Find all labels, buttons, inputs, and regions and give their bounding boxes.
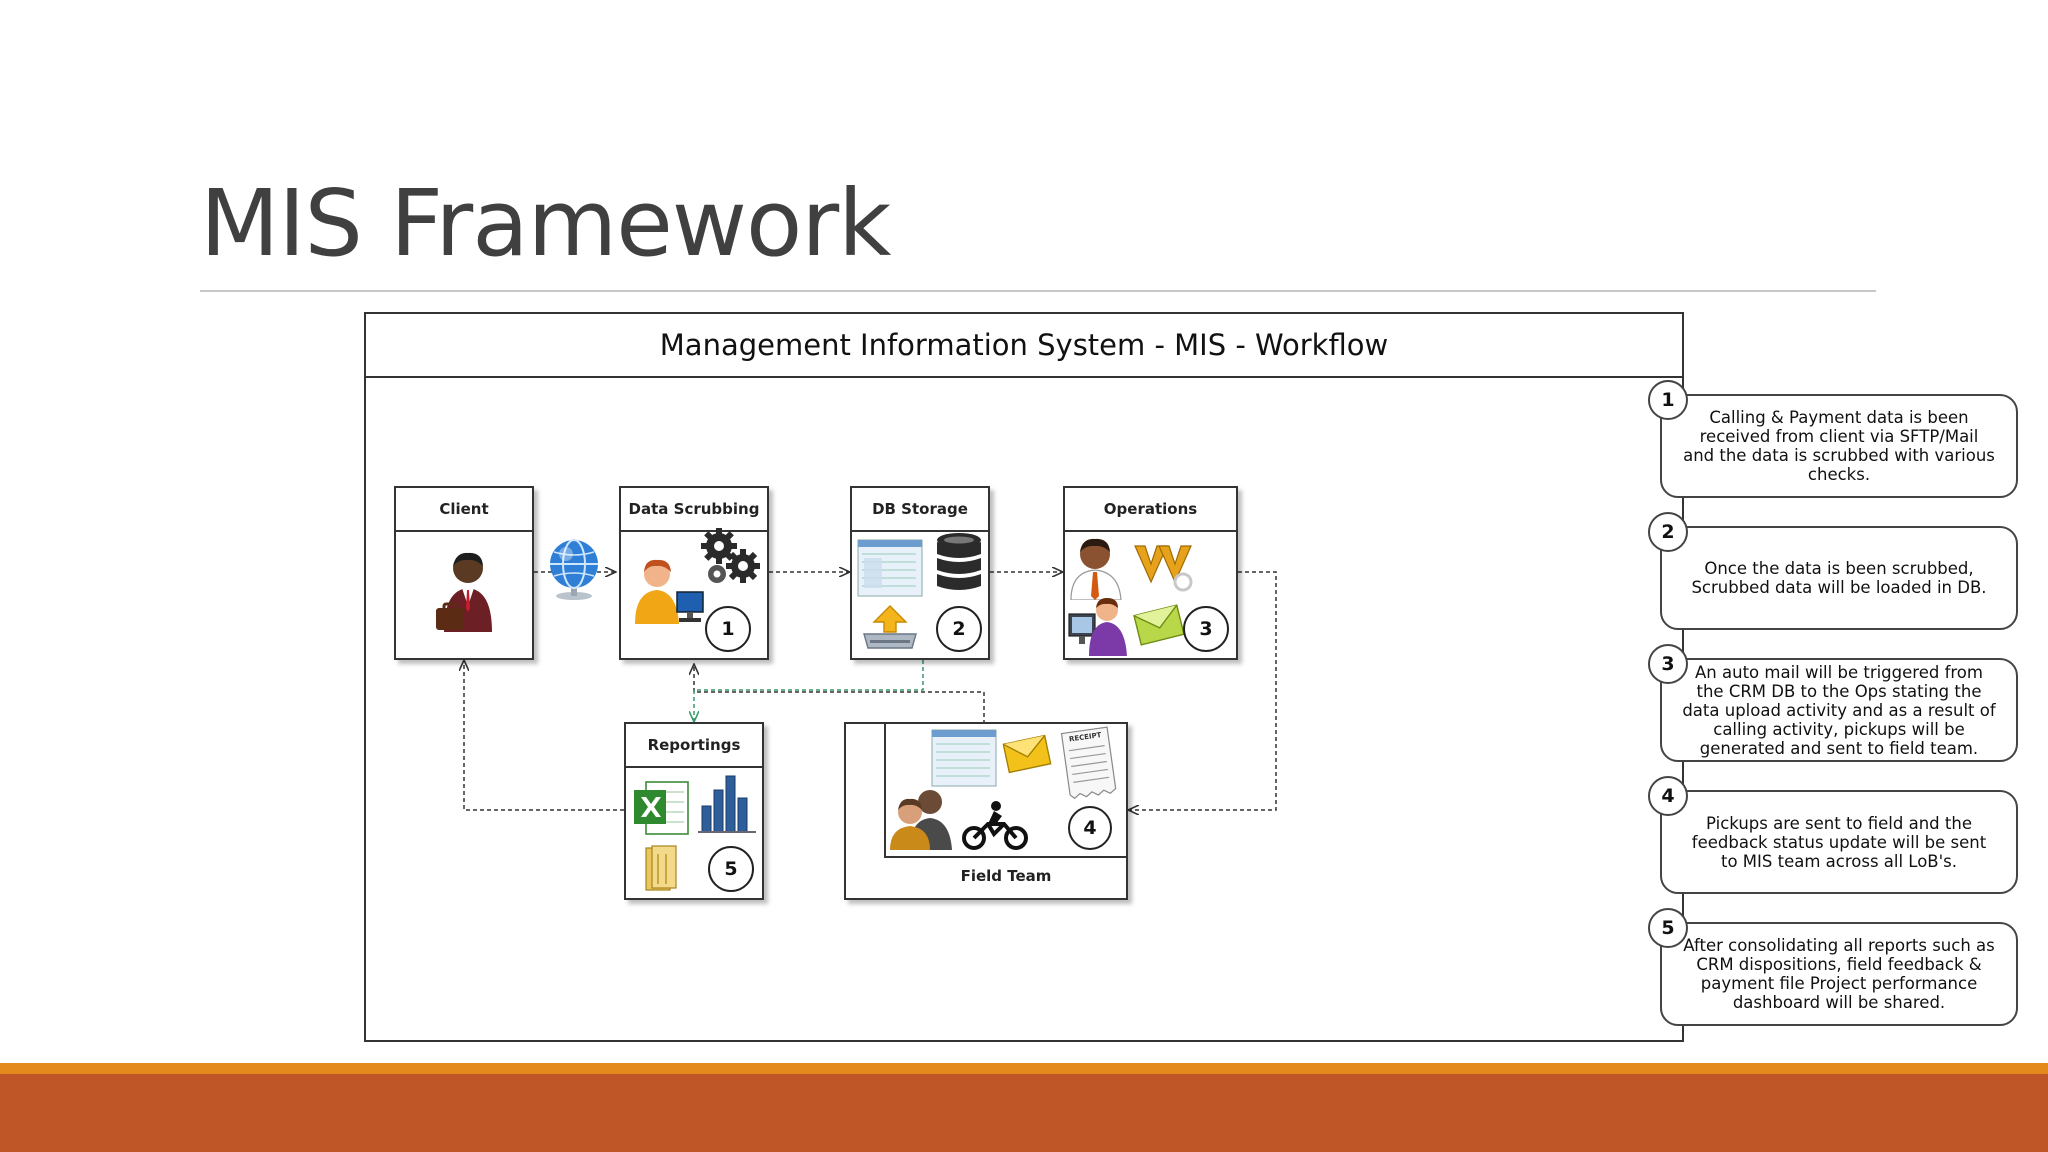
excel-icon	[634, 781, 689, 835]
step-note-number-3: 3	[1648, 644, 1688, 684]
step-badge-2: 2	[936, 606, 982, 652]
down-arrows-icon	[1134, 545, 1193, 592]
field-agents-icon	[890, 790, 952, 850]
step-note-4: Pickups are sent to field and the feedba…	[1660, 790, 2018, 894]
node-reportings: Reportings 5	[624, 722, 764, 900]
manager-icon	[1070, 538, 1122, 600]
agent-computer-icon	[1068, 598, 1127, 656]
node-reportings-label: Reportings	[626, 724, 762, 768]
node-operations: Operations 3	[1063, 486, 1238, 660]
node-field-team-label: Field Team	[960, 867, 1052, 885]
step-note-1: Calling & Payment data is been received …	[1660, 394, 2018, 498]
receipt-icon: RECEIPT	[1060, 726, 1117, 800]
node-data-scrubbing-label: Data Scrubbing	[621, 488, 767, 532]
upload-icon	[863, 605, 917, 649]
step-note-number-1: 1	[1648, 380, 1688, 420]
connectors	[366, 314, 1277, 1044]
step-note-2: Once the data is been scrubbed, Scrubbed…	[1660, 526, 2018, 630]
step-note-5: After consolidating all reports such as …	[1660, 922, 2018, 1026]
mail-icon	[1133, 604, 1185, 646]
motorbike-icon	[962, 801, 1028, 850]
node-data-scrubbing: Data Scrubbing 1	[619, 486, 769, 660]
node-db-storage: DB Storage 2	[850, 486, 990, 660]
footer-bar	[0, 1074, 2048, 1152]
form-screenshot-icon	[931, 729, 997, 787]
workflow-diagram: Management Information System - MIS - Wo…	[364, 312, 2018, 1044]
globe-icon	[550, 539, 598, 600]
field-team-inner-box	[884, 724, 1128, 858]
slide-title: MIS Framework	[200, 170, 891, 277]
arrow-reportings-to-client	[464, 660, 624, 811]
step-badge-1: 1	[705, 606, 751, 652]
node-client: Client	[394, 486, 534, 660]
step-note-number-2: 2	[1648, 512, 1688, 552]
diagram-title: Management Information System - MIS - Wo…	[366, 314, 1682, 378]
arrow-field-to-scrubbing	[694, 664, 985, 724]
footer-accent-stripe	[0, 1063, 2048, 1074]
step-note-number-5: 5	[1648, 908, 1688, 948]
folder-icon	[645, 845, 677, 891]
bar-chart-icon	[698, 775, 756, 833]
node-db-storage-label: DB Storage	[852, 488, 988, 532]
database-icon	[937, 533, 981, 590]
step-note-3: An auto mail will be triggered from the …	[1660, 658, 2018, 762]
step-badge-5: 5	[708, 846, 754, 892]
title-divider	[200, 290, 1876, 292]
step-badge-4: 4	[1068, 806, 1112, 850]
screenshot-icon	[857, 539, 923, 597]
gears-icon	[701, 528, 760, 583]
envelope-icon	[1002, 734, 1052, 774]
arrow-db-to-reportings	[694, 660, 924, 722]
node-field-team: RECEIPT 4 Field Team	[844, 722, 1128, 900]
businessman-icon	[436, 552, 492, 632]
step-note-number-4: 4	[1648, 776, 1688, 816]
node-operations-label: Operations	[1065, 488, 1236, 532]
step-badge-3: 3	[1183, 606, 1229, 652]
arrow-operations-to-field	[1128, 571, 1277, 810]
operator-icon	[635, 559, 704, 624]
node-client-label: Client	[396, 488, 532, 532]
